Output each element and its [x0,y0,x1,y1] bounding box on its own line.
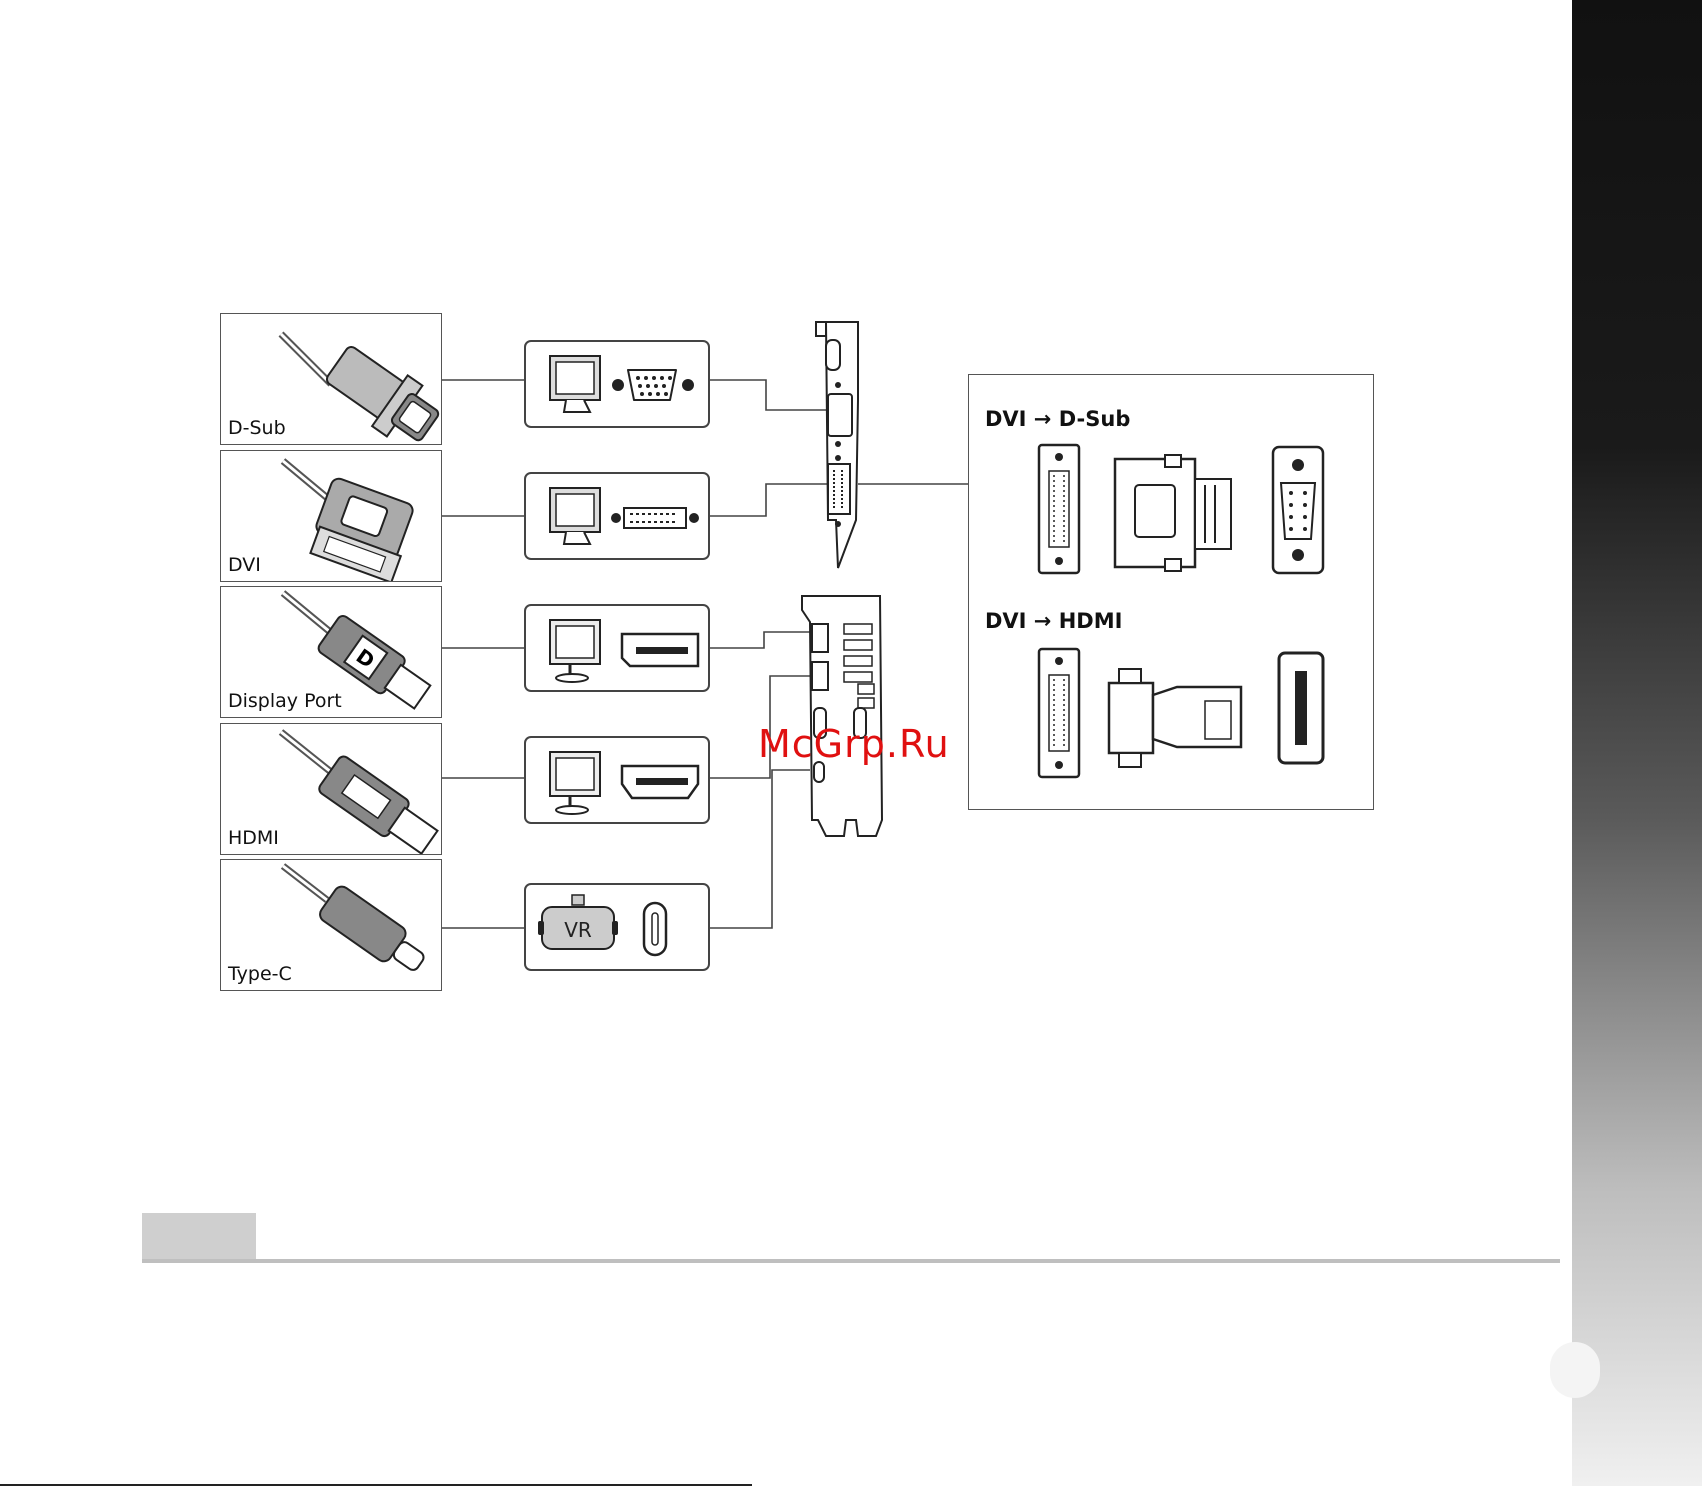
graphics-card-lower [802,596,882,836]
section-tab [142,1213,256,1259]
dvi-to-dsub-adapter-icon [1115,455,1231,571]
graphics-card-upper [816,322,858,568]
dvi-port-icon [1039,445,1079,573]
dvi-port-icon [1039,649,1079,777]
vga-port-icon [1273,447,1323,573]
watermark: McGrp.Ru [758,722,950,766]
connector-lines [442,380,968,928]
dvi-to-hdmi-adapter-icon [1109,669,1241,767]
adapter-title-dvi-hdmi: DVI → HDMI [985,609,1122,633]
hdmi-port-icon [1279,653,1323,763]
bottom-rule [0,1484,752,1486]
adapter-panel: DVI → D-Sub [968,374,1374,810]
section-rule [142,1259,1560,1263]
